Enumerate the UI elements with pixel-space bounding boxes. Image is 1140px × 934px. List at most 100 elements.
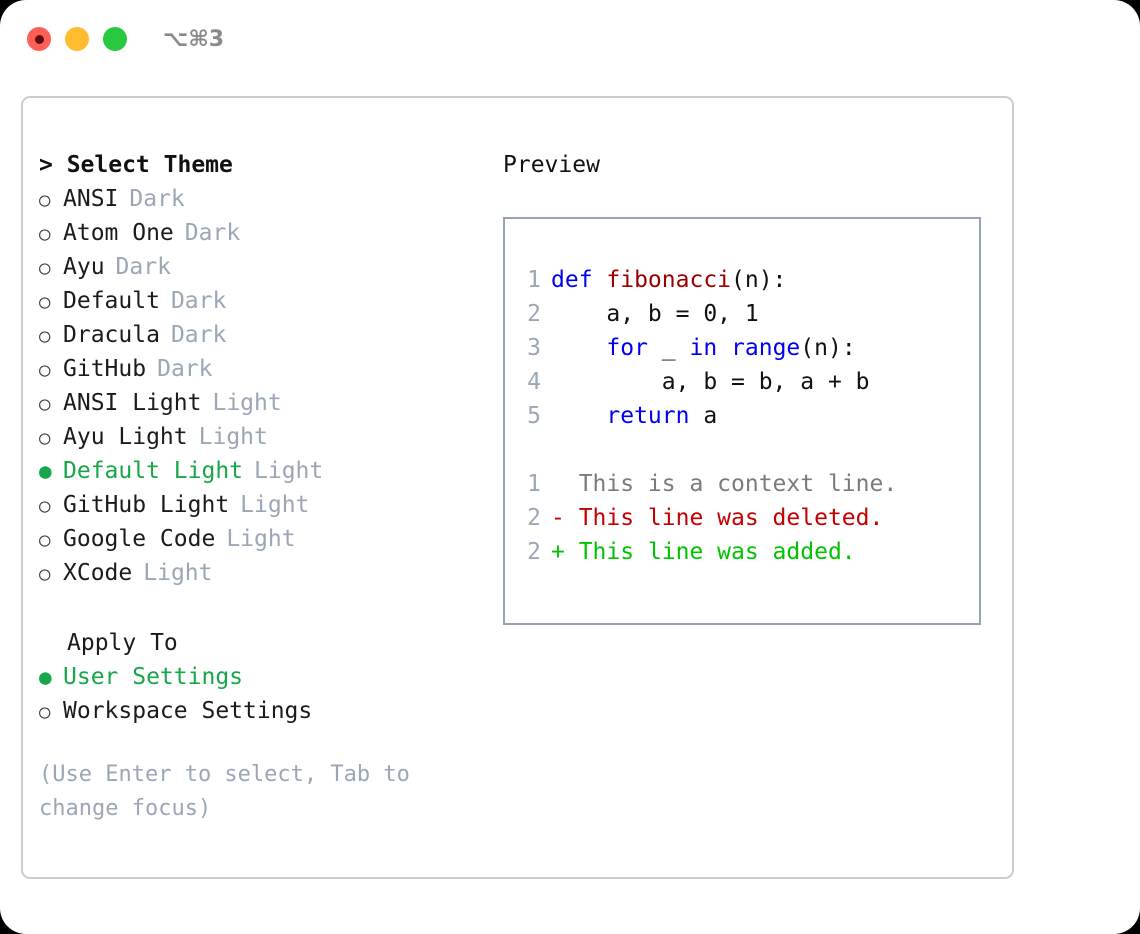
- theme-name-label: Ayu: [63, 254, 105, 280]
- radio-unselected-icon[interactable]: ○: [39, 291, 51, 313]
- theme-name-label: Google Code: [63, 526, 216, 552]
- keyboard-shortcut-label: ⌥⌘3: [163, 26, 225, 52]
- close-window-button[interactable]: [27, 27, 51, 51]
- radio-unselected-icon[interactable]: ○: [39, 189, 51, 211]
- apply-to-heading: Apply To: [67, 630, 178, 656]
- theme-list-item[interactable]: ○ GitHub Dark: [39, 352, 489, 386]
- theme-list-item[interactable]: ○ ANSI Light Light: [39, 386, 489, 420]
- minimize-window-button[interactable]: [65, 27, 89, 51]
- code-text: def fibonacci(n):: [551, 263, 786, 297]
- code-token-plain: [551, 403, 606, 429]
- theme-name-label: Atom One: [63, 220, 174, 246]
- preview-heading: Preview: [503, 152, 600, 178]
- theme-name-label: ANSI Light: [63, 390, 202, 416]
- radio-unselected-icon[interactable]: ○: [39, 359, 51, 381]
- radio-unselected-icon[interactable]: ○: [39, 495, 51, 517]
- line-number: 4: [527, 369, 541, 395]
- code-line: 3 for _ in range(n):: [505, 331, 979, 365]
- apply-to-item[interactable]: ○ Workspace Settings: [39, 694, 489, 728]
- radio-selected-icon[interactable]: ●: [39, 665, 52, 689]
- code-text: return a: [551, 399, 717, 433]
- radio-unselected-icon[interactable]: ○: [39, 427, 51, 449]
- theme-name-label: XCode: [63, 560, 133, 586]
- code-token-plain: (n):: [800, 335, 856, 361]
- code-text: a, b = b, a + b: [551, 365, 870, 399]
- theme-name-label: ANSI: [63, 186, 119, 212]
- line-number: 3: [527, 335, 541, 361]
- theme-name-label: Dracula: [63, 322, 160, 348]
- code-token-plain: _: [647, 335, 690, 361]
- code-token-kw: range: [731, 335, 801, 361]
- line-number: 1: [527, 471, 541, 497]
- code-text: a, b = 0, 1: [551, 297, 759, 331]
- theme-name-label: GitHub: [63, 356, 147, 382]
- theme-list-item[interactable]: ○ Google Code Light: [39, 522, 489, 556]
- maximize-window-button[interactable]: [103, 27, 127, 51]
- radio-unselected-icon[interactable]: ○: [39, 393, 51, 415]
- section-spacer: [39, 590, 489, 626]
- radio-unselected-icon[interactable]: ○: [39, 325, 51, 347]
- theme-list-item[interactable]: ○ Ayu Dark: [39, 250, 489, 284]
- theme-name-label: Default Light: [63, 458, 244, 484]
- code-token-kw: return: [606, 403, 690, 429]
- code-token-plain: (n):: [731, 267, 787, 293]
- line-number: 2: [527, 301, 541, 327]
- line-number: 1: [527, 267, 541, 293]
- theme-name-label: Ayu Light: [63, 424, 188, 450]
- code-line: 5 return a: [505, 399, 979, 433]
- theme-name-label: GitHub Light: [63, 492, 230, 518]
- theme-variant-tag: Light: [226, 526, 296, 552]
- code-line: 2 a, b = 0, 1: [505, 297, 979, 331]
- code-token-plain: a, b = 0, 1: [551, 301, 759, 327]
- theme-list-item[interactable]: ○ ANSI Dark: [39, 182, 489, 216]
- code-token-plain: a: [689, 403, 718, 429]
- theme-variant-tag: Dark: [170, 288, 227, 314]
- apply-to-label: Workspace Settings: [63, 698, 313, 724]
- theme-variant-tag: Dark: [129, 186, 185, 212]
- theme-variant-tag: Dark: [115, 254, 171, 280]
- diff-block: 1 This is a context line.2- This line wa…: [505, 467, 979, 569]
- radio-unselected-icon[interactable]: ○: [39, 701, 51, 723]
- diff-line: 2- This line was deleted.: [505, 501, 979, 535]
- code-line: 1 def fibonacci(n):: [505, 263, 979, 297]
- theme-name-label: Default: [63, 288, 160, 314]
- theme-variant-tag: Light: [212, 390, 282, 416]
- theme-variant-tag: Dark: [157, 356, 213, 382]
- diff-line: 2 + This line was added.: [505, 535, 979, 569]
- code-text: for _ in range(n):: [551, 331, 856, 365]
- code-token-plain: [717, 335, 731, 361]
- theme-variant-tag: Dark: [170, 322, 227, 348]
- theme-variant-tag: Light: [240, 492, 310, 518]
- code-token-plain: a, b = b, a + b: [551, 369, 870, 395]
- code-token-kw: in: [689, 335, 718, 361]
- radio-selected-icon[interactable]: ●: [39, 459, 52, 483]
- line-number: 2: [527, 505, 541, 531]
- radio-unselected-icon[interactable]: ○: [39, 223, 51, 245]
- code-token-kw: def: [551, 267, 607, 293]
- code-token-fn: fibonacci: [606, 267, 732, 293]
- apply-to-list: ●User Settings ○ Workspace Settings: [39, 660, 489, 728]
- code-line: 4 a, b = b, a + b: [505, 365, 979, 399]
- radio-unselected-icon[interactable]: ○: [39, 529, 51, 551]
- code-token-plain: [551, 335, 606, 361]
- theme-list-item[interactable]: ○ GitHub Light Light: [39, 488, 489, 522]
- diff-line: 1 This is a context line.: [505, 467, 979, 501]
- diff-text-add: + This line was added.: [551, 539, 856, 565]
- title-bar: ⌥⌘3: [0, 0, 1140, 78]
- line-number: 5: [527, 403, 541, 429]
- apply-to-item[interactable]: ●User Settings: [39, 660, 489, 694]
- line-number: 2: [527, 539, 541, 565]
- code-spacer: [505, 433, 979, 467]
- radio-unselected-icon[interactable]: ○: [39, 257, 51, 279]
- radio-unselected-icon[interactable]: ○: [39, 563, 51, 585]
- theme-list-item[interactable]: ○ Dracula Dark: [39, 318, 489, 352]
- theme-list-item[interactable]: ○ Default Dark: [39, 284, 489, 318]
